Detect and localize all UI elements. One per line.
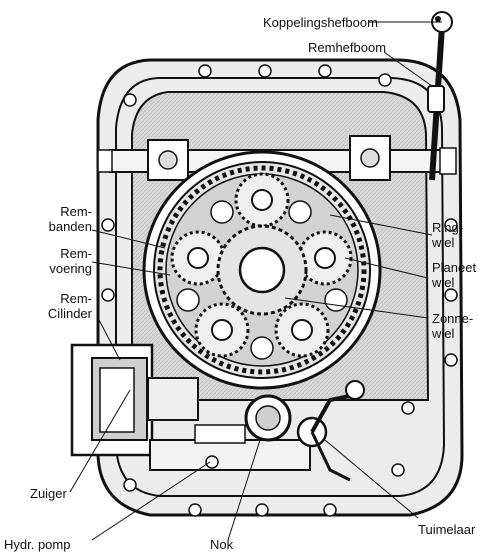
- label-zuiger: Zuiger: [30, 486, 68, 501]
- planet-gears: [170, 172, 353, 360]
- leader-lines: [69, 21, 442, 541]
- brake-cylinder: [70, 343, 199, 457]
- label-rem-banden-1: Rem-: [60, 204, 92, 219]
- label-tuimelaar: Tuimelaar: [418, 522, 476, 537]
- label-zonnewiel-2: wiel: [431, 326, 455, 341]
- label-ringwiel-2: wiel: [431, 235, 455, 250]
- label-remhefboom: Remhefboom: [308, 40, 386, 55]
- label-planeetwiel-1: Planeet: [432, 260, 476, 275]
- label-rem-banden-2: banden: [49, 219, 92, 234]
- planet-gear: [170, 230, 226, 286]
- label-rem-voering-2: voering: [49, 261, 92, 276]
- label-ringwiel-1: Ring-: [432, 220, 463, 235]
- label-rem-cilinder-1: Rem-: [60, 291, 92, 306]
- label-planeetwiel-2: wiel: [431, 275, 455, 290]
- planet-gear: [234, 172, 290, 228]
- pump-assembly: [149, 424, 311, 471]
- label-rem-cilinder-2: Cilinder: [48, 306, 93, 321]
- planet-gear: [194, 302, 250, 358]
- sun-gear: [216, 224, 308, 316]
- label-koppelingshefboom: Koppelingshefboom: [263, 15, 378, 30]
- label-hydr-pomp: Hydr. pomp: [4, 537, 70, 552]
- planet-gear: [274, 302, 330, 358]
- label-zonnewiel-1: Zonne-: [432, 311, 473, 326]
- rocker-arm: [296, 380, 365, 482]
- planet-gear: [297, 230, 353, 286]
- label-rem-voering-1: Rem-: [60, 246, 92, 261]
- cam: [244, 394, 292, 442]
- clutch-lever: [427, 11, 453, 181]
- label-nok: Nok: [210, 537, 234, 552]
